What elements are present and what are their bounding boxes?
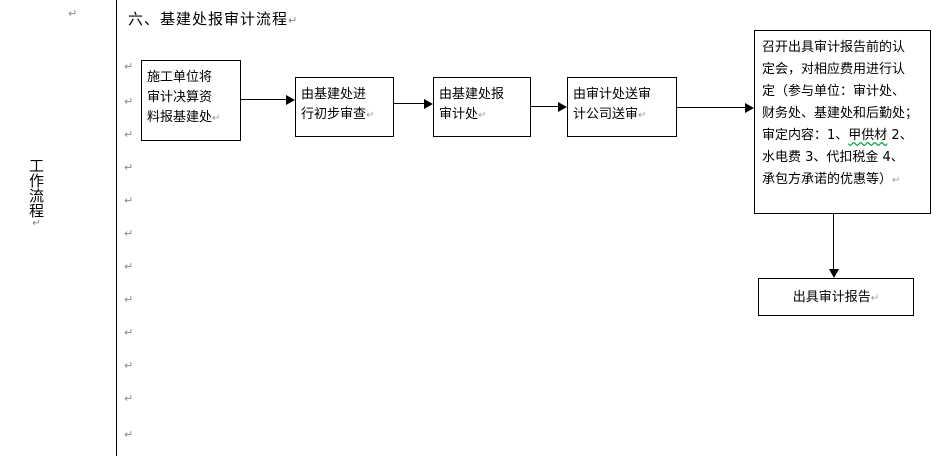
table-column-divider xyxy=(116,0,117,456)
paragraph-mark: ↵ xyxy=(68,7,78,20)
flow-box-line: 召开出具审计报告前的认 xyxy=(762,40,906,55)
flow-box-line: 行初步审查 xyxy=(301,107,367,122)
spellcheck-flagged-text: 甲供材 xyxy=(848,128,888,143)
connector-line-2 xyxy=(394,103,424,104)
flow-box-line: 定（参与单位：审计处、 xyxy=(762,84,906,99)
paragraph-mark: ↵ xyxy=(124,95,134,108)
paragraph-mark: ↵ xyxy=(124,260,134,273)
flow-box-issue-audit-report[interactable]: 出具审计报告↵ xyxy=(758,278,914,316)
flow-box-text: 由基建处报 审计处↵ xyxy=(434,85,530,126)
flow-box-line: 财务处、基建处和后勤处； xyxy=(762,106,919,121)
paragraph-mark: ↵ xyxy=(124,60,134,73)
flow-box-text: 由基建处进 行初步审查↵ xyxy=(296,85,393,126)
flow-box-line: 审定内容：1、甲供材 2、 xyxy=(762,128,913,143)
flow-box-text: 出具审计报告↵ xyxy=(759,279,913,318)
flow-box-line: 料报基建处 xyxy=(147,110,213,125)
paragraph-mark: ↵ xyxy=(124,326,134,339)
paragraph-mark: ↵ xyxy=(124,161,134,174)
connector-line-5 xyxy=(833,214,834,269)
paragraph-mark: ↵ xyxy=(124,392,134,405)
flow-box-text: 召开出具审计报告前的认 定会，对相应费用进行认 定（参与单位：审计处、 财务处、… xyxy=(755,37,930,192)
flow-box-line: 审计处 xyxy=(439,107,479,122)
connector-line-1 xyxy=(241,99,286,100)
paragraph-mark: ↵ xyxy=(638,110,647,121)
flow-box-line: 承包方承诺的优惠等） xyxy=(762,172,893,187)
paragraph-mark: ↵ xyxy=(124,128,134,141)
flow-box-construction-unit-submit[interactable]: 施工单位将 审计决算资 料报基建处↵ xyxy=(141,60,241,141)
heading-paragraph-mark: ↵ xyxy=(288,14,298,27)
flow-box-line: 由基建处进 xyxy=(301,87,367,102)
flow-box-line: 由审计处送审 xyxy=(573,87,652,102)
paragraph-mark: ↵ xyxy=(124,194,134,207)
section-heading-text: 六、基建处报审计流程 xyxy=(128,10,289,28)
connector-arrow-1 xyxy=(286,95,295,105)
flow-box-send-to-audit-company[interactable]: 由审计处送审 计公司送审↵ xyxy=(567,77,677,137)
paragraph-mark: ↵ xyxy=(212,113,221,124)
flow-box-line: 施工单位将 xyxy=(147,70,213,85)
paragraph-mark: ↵ xyxy=(478,110,487,121)
flow-box-preliminary-review[interactable]: 由基建处进 行初步审查↵ xyxy=(295,77,394,137)
paragraph-mark: ↵ xyxy=(892,175,901,186)
flow-box-line: 由基建处报 xyxy=(439,87,505,102)
flow-box-text: 施工单位将 审计决算资 料报基建处↵ xyxy=(142,68,240,129)
flow-box-report-to-audit-office[interactable]: 由基建处报 审计处↵ xyxy=(433,77,531,137)
flow-box-confirmation-meeting[interactable]: 召开出具审计报告前的认 定会，对相应费用进行认 定（参与单位：审计处、 财务处、… xyxy=(754,30,931,214)
flow-box-line: 出具审计报告 xyxy=(792,290,871,305)
flow-box-text: 由审计处送审 计公司送审↵ xyxy=(568,85,676,126)
paragraph-mark: ↵ xyxy=(124,227,134,240)
paragraph-mark: ↵ xyxy=(870,293,880,304)
row-label-workflow: 工作流程↵ xyxy=(22,158,48,229)
paragraph-mark: ↵ xyxy=(124,293,134,306)
paragraph-mark: ↵ xyxy=(124,359,134,372)
connector-arrow-4 xyxy=(745,103,754,113)
connector-arrow-2 xyxy=(424,99,433,109)
section-heading: 六、基建处报审计流程↵ xyxy=(128,8,297,32)
flow-box-line: 计公司送审 xyxy=(573,107,639,122)
connector-line-4 xyxy=(677,107,745,108)
connector-arrow-3 xyxy=(558,102,567,112)
row-label-paragraph-mark: ↵ xyxy=(31,218,42,229)
flow-box-line: 定会，对相应费用进行认 xyxy=(762,62,906,77)
connector-line-3 xyxy=(531,106,558,107)
flow-box-line: 水电费 3、代扣税金 4、 xyxy=(762,150,904,165)
connector-arrow-5 xyxy=(829,269,839,278)
flow-box-line: 审计决算资 xyxy=(147,90,213,105)
paragraph-mark: ↵ xyxy=(124,428,134,441)
paragraph-mark: ↵ xyxy=(366,110,375,121)
row-label-text: 工作流程 xyxy=(27,158,45,218)
